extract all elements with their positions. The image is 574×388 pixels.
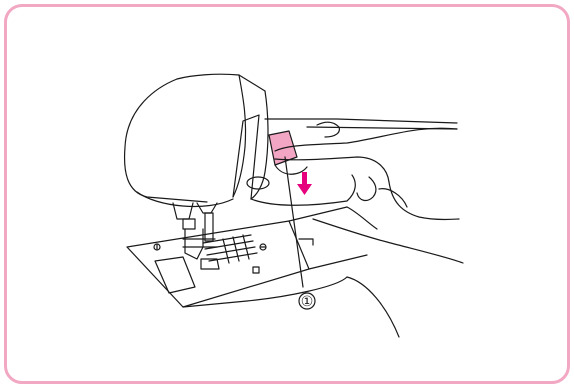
machine-head — [125, 74, 356, 206]
reverse-stitch-button — [269, 131, 307, 174]
illustration-frame: ① — [4, 4, 570, 384]
down-arrow-icon — [297, 172, 312, 195]
callout-1: ① — [285, 157, 315, 310]
machine-arm — [265, 119, 457, 137]
sewing-machine-illustration: ① — [7, 7, 570, 384]
callout-label: ① — [301, 294, 314, 310]
